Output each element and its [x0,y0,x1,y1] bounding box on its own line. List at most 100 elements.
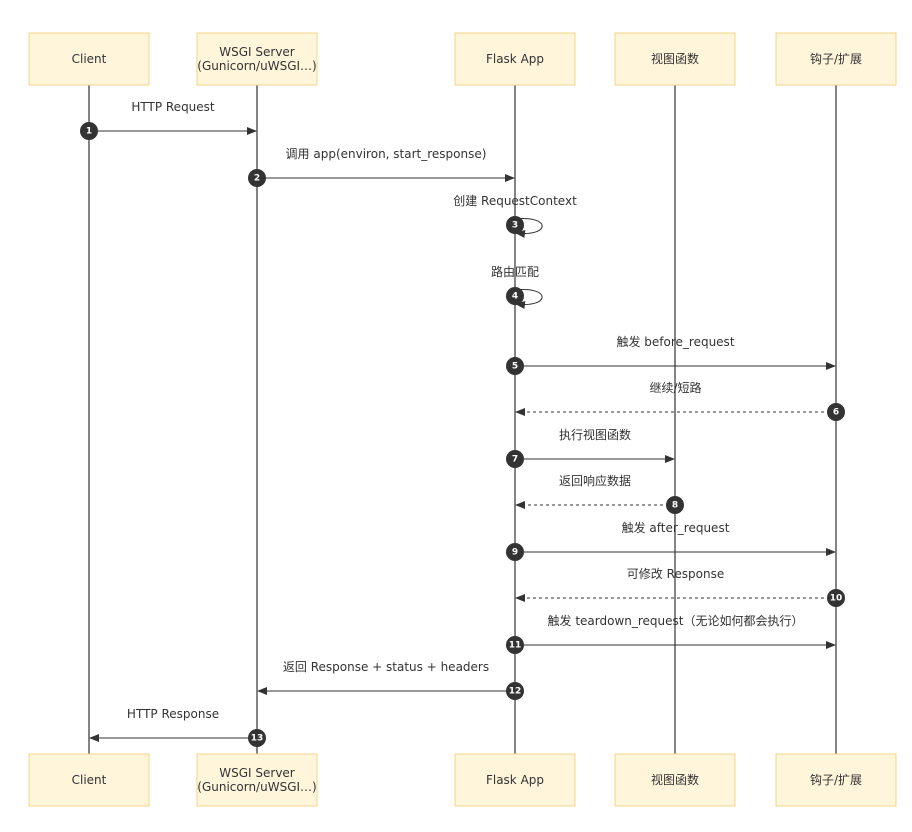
participant-label: 视图函数 [651,51,699,66]
participant-box [454,753,576,807]
message-4: 路由匹配 4 [491,264,543,309]
message-label: HTTP Response [127,707,219,721]
participant-flask-top: Flask App [454,32,576,86]
sequence-number: 4 [512,292,518,302]
message-label: 触发 before_request [616,334,734,349]
participant-label: 视图函数 [651,772,699,787]
message-7: 执行视图函数 7 [506,427,675,468]
message-5: 触发 before_request 5 [506,334,836,375]
sequence-number-badge: 10 [827,589,845,607]
message-9: 触发 after_request 9 [506,520,836,561]
participant-label: (Gunicorn/uWSGI…) [197,780,316,794]
message-label: 创建 RequestContext [453,194,577,208]
sequence-number-badge: 12 [506,682,524,700]
sequence-number-badge: 7 [506,450,524,468]
participant-hooks-top: 钩子/扩展 [775,32,897,86]
message-10: 可修改 Response 10 [515,566,845,607]
sequence-number: 7 [512,455,518,465]
sequence-number-circle [506,450,524,468]
participant-client-bottom: Client [28,753,150,807]
message-13: HTTP Response 13 [89,707,266,747]
message-12: 返回 Response + status + headers 12 [257,660,524,700]
message-label: 路由匹配 [491,264,539,279]
message-label: 触发 after_request [622,520,730,535]
sequence-number-circle [827,589,845,607]
participant-box [196,753,318,807]
participant-box [196,32,318,86]
participant-label: Client [72,773,107,787]
sequence-number-circle [248,169,266,187]
sequence-number-badge: 1 [80,122,98,140]
participant-box [775,32,897,86]
message-arrow [514,289,543,309]
sequence-number: 9 [512,548,518,558]
sequence-number-badge: 5 [506,357,524,375]
participant-label: 钩子/扩展 [810,52,862,66]
participant-box [614,753,736,807]
participant-label: Client [72,52,107,66]
sequence-number-circle [506,287,524,305]
sequence-number-badge: 4 [506,287,524,305]
message-1: HTTP Request 1 [80,100,257,140]
sequence-number: 13 [251,734,264,744]
sequence-number-badge: 9 [506,543,524,561]
sequence-number-badge: 13 [248,729,266,747]
message-3: 创建 RequestContext 3 [453,194,577,238]
participant-label: WSGI Server [219,45,295,59]
participant-label: WSGI Server [219,766,295,780]
sequence-number: 1 [86,127,92,137]
participant-label: Flask App [486,773,544,787]
sequence-number-badge: 11 [506,636,524,654]
sequence-number: 5 [512,362,518,372]
participant-box [28,32,150,86]
participant-label: Flask App [486,52,544,66]
participant-label: (Gunicorn/uWSGI…) [197,59,316,73]
sequence-number: 3 [512,221,518,231]
sequence-number-circle [506,357,524,375]
sequence-number-badge: 6 [827,403,845,421]
message-label: 调用 app(environ, start_response) [286,147,487,161]
message-6: 继续/短路 6 [515,380,845,421]
sequence-number-circle [248,729,266,747]
sequence-number: 2 [254,174,260,184]
message-2: 调用 app(environ, start_response) 2 [248,147,515,187]
participant-client-top: Client [28,32,150,86]
sequence-number-badge: 2 [248,169,266,187]
participant-box [614,32,736,86]
message-8: 返回响应数据 8 [515,473,684,514]
participant-view-bottom: 视图函数 [614,753,736,807]
sequence-number-circle [827,403,845,421]
sequence-number-circle [506,636,524,654]
sequence-number: 6 [833,408,839,418]
message-label: 返回 Response + status + headers [283,660,489,674]
message-arrow [514,218,543,238]
sequence-number: 11 [509,641,522,651]
message-label: 返回响应数据 [559,473,631,488]
sequence-number: 12 [509,687,522,697]
sequence-number-circle [80,122,98,140]
sequence-number-circle [506,543,524,561]
sequence-number: 10 [830,594,843,604]
sequence-number-circle [666,496,684,514]
participant-view-top: 视图函数 [614,32,736,86]
message-label: 可修改 Response [627,566,724,581]
sequence-number-badge: 3 [506,216,524,234]
message-label: 继续/短路 [649,380,701,395]
sequence-number-circle [506,682,524,700]
participant-flask-bottom: Flask App [454,753,576,807]
sequence-number-circle [506,216,524,234]
participant-box [28,753,150,807]
participant-hooks-bottom: 钩子/扩展 [775,753,897,807]
sequence-number: 8 [672,501,678,511]
participant-wsgi-top: WSGI Server(Gunicorn/uWSGI…) [196,32,318,86]
message-label: 执行视图函数 [559,427,631,442]
message-11: 触发 teardown_request（无论如何都会执行） 11 [506,613,836,654]
message-label: HTTP Request [131,100,215,114]
sequence-number-badge: 8 [666,496,684,514]
participant-wsgi-bottom: WSGI Server(Gunicorn/uWSGI…) [196,753,318,807]
message-label: 触发 teardown_request（无论如何都会执行） [548,613,804,628]
participant-box [454,32,576,86]
participant-label: 钩子/扩展 [810,773,862,787]
